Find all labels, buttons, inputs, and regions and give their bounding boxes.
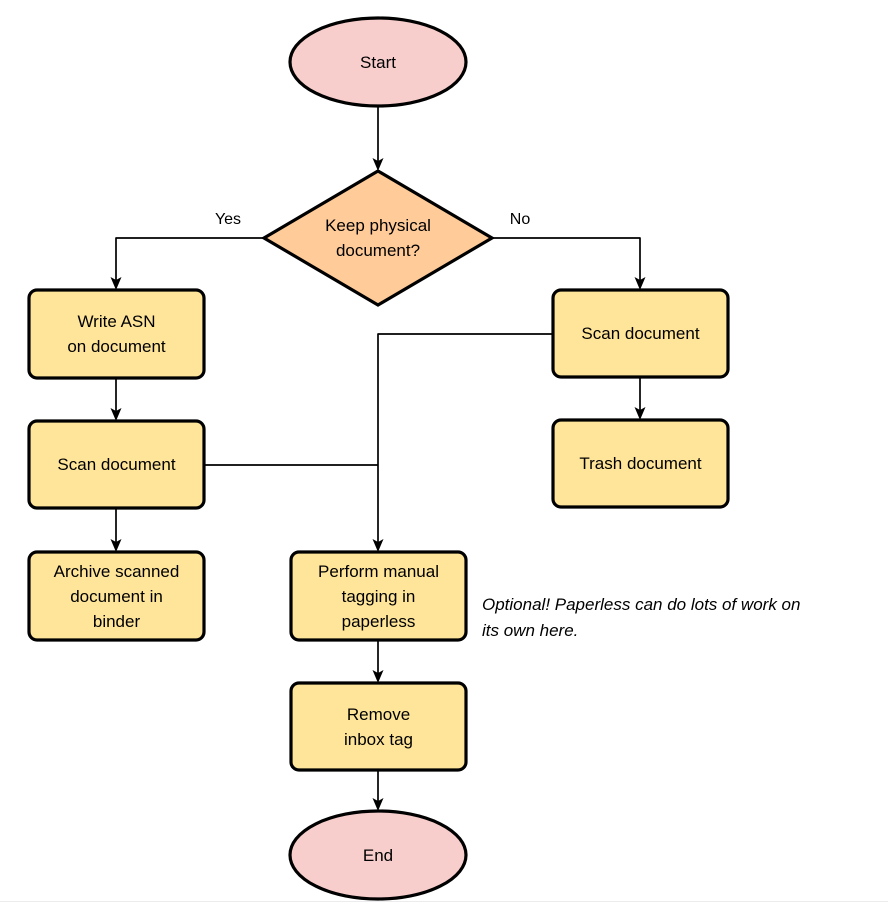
end-node [288,809,468,901]
scan-document-left-node [27,419,206,510]
decision-node [260,169,496,307]
arrowhead-icon [372,670,384,683]
bottom-divider [0,901,888,902]
edge-decision-scan-right [490,237,641,281]
trash-node [551,418,730,509]
arrowhead-icon [372,798,384,811]
edge-scan-right-tagging [377,333,553,543]
arrowhead-icon [110,408,122,421]
tagging-node [289,550,468,642]
arrowhead-icon [110,539,122,552]
arrowhead-icon [372,539,384,552]
arrowhead-icon [372,158,384,171]
arrowhead-icon [110,277,122,290]
arrowheads [110,158,646,811]
scan-document-right-node [551,288,730,379]
start-node [288,16,468,108]
write-asn-node [27,288,206,380]
remove-inbox-tag-node [289,681,468,772]
arrowhead-icon [634,407,646,420]
archive-node [27,550,206,642]
edge-decision-write-asn [115,237,265,281]
arrowhead-icon [634,277,646,290]
